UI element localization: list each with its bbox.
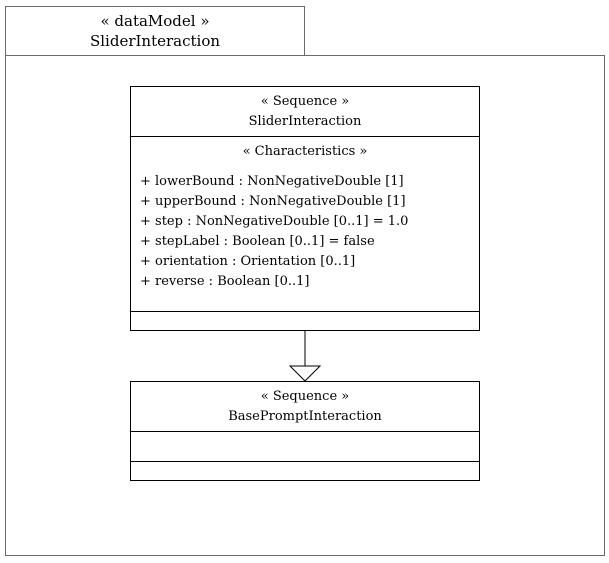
compartment-header: « Characteristics » (242, 144, 368, 159)
attribute-upper-bound: + upperBound : NonNegativeDouble [1] (140, 194, 406, 209)
diagram-frame-tab: « dataModel » SliderInteraction (5, 6, 305, 56)
attributes-compartment: « Characteristics » + lowerBound : NonNe… (131, 136, 479, 311)
attribute-reverse: + reverse : Boolean [0..1] (140, 274, 310, 289)
attribute-lower-bound: + lowerBound : NonNegativeDouble [1] (140, 174, 404, 189)
class-slider-interaction[interactable]: « Sequence » SliderInteraction « Charact… (130, 86, 480, 331)
operations-compartment (131, 461, 479, 480)
class-name: SliderInteraction (248, 114, 362, 129)
attribute-step: + step : NonNegativeDouble [0..1] = 1.0 (140, 214, 409, 229)
frame-stereotype: « dataModel » (100, 12, 210, 30)
class-name: BasePromptInteraction (228, 409, 382, 424)
attribute-step-label: + stepLabel : Boolean [0..1] = false (140, 234, 375, 249)
attribute-orientation: + orientation : Orientation [0..1] (140, 254, 356, 269)
attributes-compartment (131, 431, 479, 461)
frame-title: SliderInteraction (89, 32, 221, 50)
class-stereotype: « Sequence » (260, 94, 350, 109)
class-base-prompt-interaction[interactable]: « Sequence » BasePromptInteraction (130, 381, 480, 481)
class-stereotype: « Sequence » (260, 389, 350, 404)
operations-compartment (131, 311, 479, 330)
